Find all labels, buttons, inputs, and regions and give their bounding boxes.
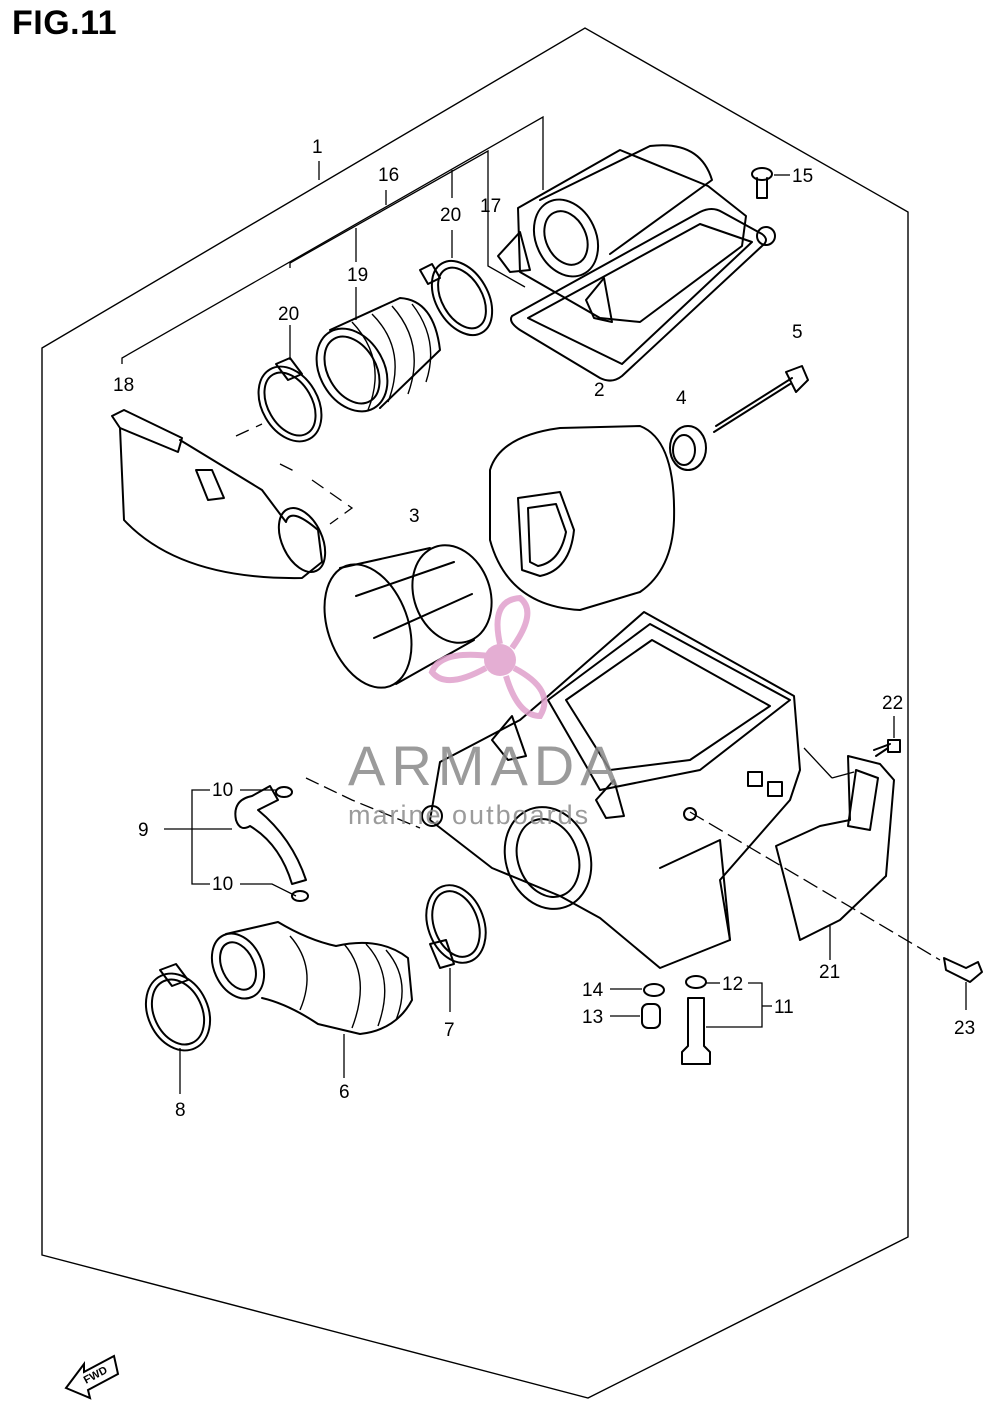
callout-18: 18 xyxy=(113,375,134,396)
callout-7: 7 xyxy=(444,1020,455,1041)
fwd-arrow-icon xyxy=(64,1354,120,1400)
grommet-4 xyxy=(669,425,707,471)
callout-10-lower: 10 xyxy=(212,874,233,895)
assembly-boundary xyxy=(41,27,909,1399)
figure-title: FIG.11 xyxy=(12,4,118,42)
callout-14: 14 xyxy=(582,980,604,1001)
side-cover-21 xyxy=(775,747,895,960)
hose-clamp-20-upper xyxy=(419,260,494,336)
callout-12: 12 xyxy=(722,974,743,995)
armada-watermark: ARMADA marine outboards xyxy=(348,594,624,830)
watermark-tagline: marine outboards xyxy=(348,800,590,830)
callout-16: 16 xyxy=(378,165,399,186)
callout-13: 13 xyxy=(582,1007,603,1028)
hose-clamp-7 xyxy=(425,884,487,1012)
callout-5: 5 xyxy=(792,322,803,343)
intake-bellows-19 xyxy=(315,297,441,413)
callout-17: 17 xyxy=(480,196,501,217)
air-cleaner-cap xyxy=(497,144,776,382)
air-cleaner-case xyxy=(421,611,801,969)
callout-23: 23 xyxy=(954,1018,975,1039)
callout-1: 1 xyxy=(312,137,323,158)
bolt-22 xyxy=(873,716,901,757)
callout-11: 11 xyxy=(774,997,794,1018)
callout-9: 9 xyxy=(138,820,149,841)
breather-hose-9 xyxy=(164,777,421,902)
filter-element-2 xyxy=(489,425,676,611)
callout-10-upper: 10 xyxy=(212,780,233,801)
callout-20-upper: 20 xyxy=(440,205,461,226)
callout-3: 3 xyxy=(409,506,420,527)
inlet-pipe-6 xyxy=(210,921,413,1078)
callout-2: 2 xyxy=(594,380,605,401)
intake-duct-18 xyxy=(111,409,354,580)
callout-20-lower: 20 xyxy=(278,304,299,325)
callout-19: 19 xyxy=(347,265,368,286)
callout-15: 15 xyxy=(792,166,813,187)
bolt-23 xyxy=(689,811,983,1010)
callout-8: 8 xyxy=(175,1100,186,1121)
fwd-direction-badge: FWD xyxy=(64,1354,120,1400)
screw-15 xyxy=(751,167,790,199)
watermark-brand: ARMADA xyxy=(348,734,624,797)
callout-21: 21 xyxy=(819,962,840,983)
callout-4: 4 xyxy=(676,388,687,409)
callout-22: 22 xyxy=(882,693,903,714)
callout-6: 6 xyxy=(339,1082,350,1103)
hose-clamp-20-lower xyxy=(257,357,323,443)
wing-bolt-5 xyxy=(713,365,809,433)
hose-clamp-8 xyxy=(144,963,212,1094)
assembly-bracket-lines xyxy=(121,115,544,364)
drain-parts xyxy=(610,975,772,1065)
propeller-logo-icon xyxy=(428,594,548,720)
callout-labels: 1 2 3 4 5 6 7 8 9 10 10 11 12 13 14 15 1… xyxy=(113,137,975,1121)
